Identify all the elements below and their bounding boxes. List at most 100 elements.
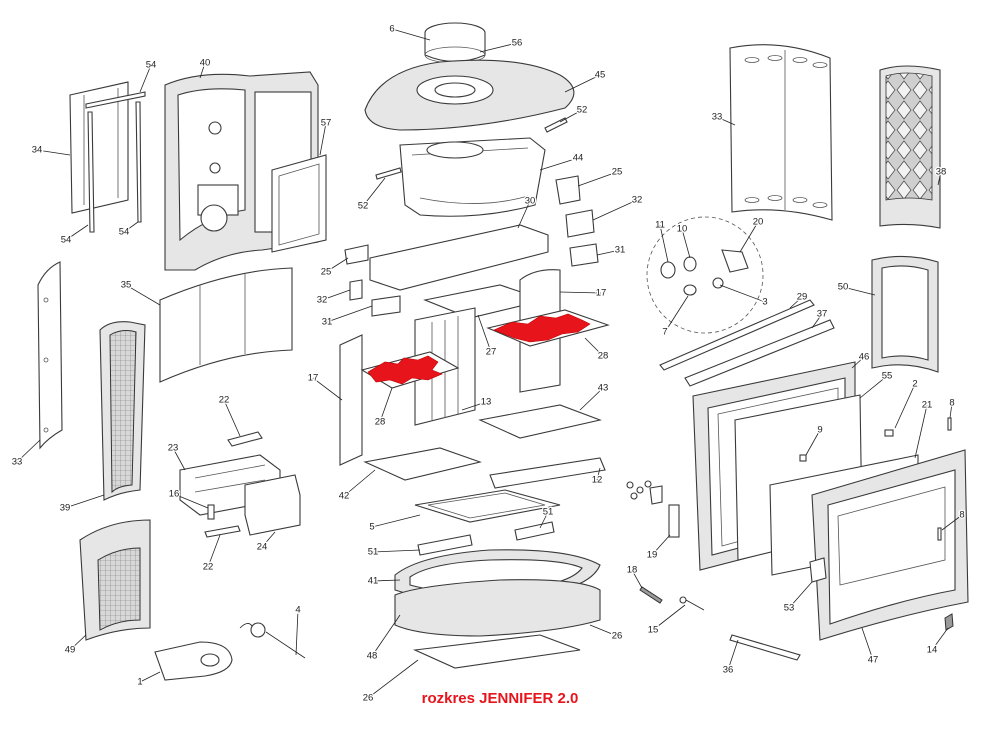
callout-37: 37: [817, 309, 828, 320]
part-outer-door: [811, 449, 969, 641]
leader-line-5: [371, 514, 421, 528]
leader-line-41: [372, 579, 401, 582]
callout-14: 14: [927, 645, 938, 656]
leader-line-4: [295, 609, 299, 656]
callout-44: 44: [573, 153, 584, 164]
callout-10: 10: [677, 224, 688, 235]
part-base-front: [79, 519, 151, 641]
leader-line-8b: [941, 514, 963, 531]
callout-53: 53: [784, 603, 795, 614]
leader-line-25b: [325, 257, 349, 273]
leader-line-37: [811, 313, 823, 329]
callout-20: 20: [753, 217, 764, 228]
part-grate-right: [478, 404, 602, 439]
leader-line-24: [261, 531, 276, 548]
leader-line-14: [931, 627, 949, 651]
leader-line-55: [859, 375, 888, 399]
leader-line-9: [805, 429, 821, 456]
part-screws: [799, 417, 954, 631]
callout-24: 24: [257, 542, 268, 553]
callout-28b: 28: [375, 417, 386, 428]
leader-line-29: [789, 296, 803, 309]
leader-line-2: [894, 383, 916, 429]
callout-46: 46: [859, 352, 870, 363]
part-small-plate: [668, 504, 680, 538]
callout-13: 13: [481, 397, 492, 408]
callout-26b: 26: [363, 693, 374, 704]
callout-39: 39: [60, 503, 71, 514]
leader-line-51: [539, 511, 549, 529]
callout-54b: 54: [61, 235, 72, 246]
part-side-brick-left: [339, 334, 363, 466]
leader-line-25: [577, 171, 618, 187]
callout-11: 11: [655, 220, 665, 231]
leader-line-10: [681, 228, 691, 259]
callout-27: 27: [486, 347, 497, 358]
leader-line-22: [223, 399, 241, 437]
callout-42: 42: [339, 491, 350, 502]
callout-12: 12: [592, 475, 603, 486]
leader-line-28b: [379, 387, 393, 423]
part-hinge-pieces: [626, 480, 663, 505]
callout-54: 54: [146, 60, 157, 71]
part-floor-plate: [154, 641, 233, 681]
leader-line-56: [479, 42, 518, 53]
leader-line-34: [36, 149, 71, 156]
callout-22: 22: [219, 395, 230, 406]
part-convection-box: [399, 137, 546, 217]
leader-line-7: [664, 295, 689, 333]
leader-line-38: [937, 171, 942, 186]
callout-3: 3: [762, 297, 767, 308]
part-small-frame: [271, 154, 327, 253]
leader-line-15: [652, 604, 686, 631]
callout-33: 33: [12, 457, 23, 468]
part-thermostat: [239, 622, 306, 659]
leader-line-22b: [207, 534, 221, 568]
leader-line-46: [851, 356, 865, 369]
leader-line-21: [914, 404, 928, 459]
callout-56: 56: [512, 38, 523, 49]
callout-16: 16: [169, 489, 180, 500]
leader-line-49: [69, 634, 87, 651]
diagram-caption: rozkres JENNIFER 2.0: [421, 690, 579, 707]
part-door-handle: [809, 557, 827, 583]
part-poker: [729, 634, 801, 661]
callout-50: 50: [838, 282, 849, 293]
part-base: [394, 579, 601, 637]
callout-51b: 51: [368, 547, 379, 558]
leader-line-23: [172, 447, 186, 471]
callout-32: 32: [632, 195, 643, 206]
callout-35: 35: [121, 280, 132, 291]
part-air-control: [179, 431, 301, 538]
leader-line-42: [343, 469, 376, 497]
leader-line-52b: [362, 177, 386, 207]
leader-line-27: [477, 314, 492, 353]
leader-line-54: [139, 64, 152, 93]
callout-52b: 52: [358, 201, 369, 212]
callout-17b: 17: [308, 373, 319, 384]
leader-line-3: [719, 284, 766, 303]
leader-line-20: [739, 221, 759, 253]
leader-line-13: [461, 401, 487, 411]
callout-43: 43: [598, 383, 609, 394]
leader-line-26b: [367, 659, 419, 699]
part-rails: [417, 521, 555, 556]
leader-line-33b: [716, 116, 736, 126]
callout-31b: 31: [322, 317, 333, 328]
leader-line-31b: [326, 305, 373, 323]
callout-9: 9: [817, 425, 822, 436]
callout-4: 4: [295, 605, 300, 616]
part-top-plate: [364, 59, 575, 131]
leader-line-50: [842, 286, 876, 296]
leader-line-47: [861, 627, 874, 661]
leader-line-17: [559, 291, 602, 294]
leader-line-40: [199, 62, 206, 79]
leader-line-16: [173, 493, 209, 509]
leader-line-36: [727, 639, 739, 671]
part-ash-lip: [489, 457, 606, 489]
callout-28: 28: [598, 351, 609, 362]
part-brackets-left: [344, 244, 401, 317]
callout-47: 47: [868, 655, 879, 666]
leader-line-8: [949, 402, 953, 419]
callout-38: 38: [936, 167, 947, 178]
